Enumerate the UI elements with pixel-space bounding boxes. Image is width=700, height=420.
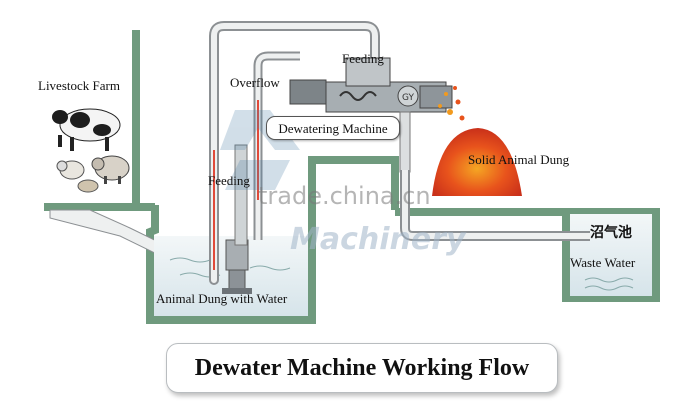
svg-text:GY: GY xyxy=(402,93,415,103)
dewatering-machine-body: GY xyxy=(289,57,453,173)
solid-dung-pile xyxy=(432,86,522,196)
feed-pipe-inner xyxy=(211,23,378,283)
pig-icon xyxy=(91,155,130,184)
animal-dung-with-water-label: Animal Dung with Water xyxy=(156,291,288,306)
agitator xyxy=(234,144,248,246)
cow-icon xyxy=(52,108,121,151)
waste-water-label: Waste Water xyxy=(570,255,636,270)
solid-animal-dung-label: Solid Animal Dung xyxy=(468,152,570,167)
diagram-title: Dewater Machine Working Flow xyxy=(194,354,530,381)
sheep-icon xyxy=(56,160,85,180)
title-box: Dewater Machine Working Flow xyxy=(166,343,558,393)
brand-watermark: Machinery xyxy=(290,222,466,257)
waste-water-tank xyxy=(570,214,652,296)
feeding-left-label: Feeding xyxy=(208,173,250,188)
livestock-farm-label: Livestock Farm xyxy=(38,78,120,93)
dog-icon xyxy=(77,179,99,193)
overflow-pipe-inner xyxy=(255,53,300,240)
drain-pipe-inner xyxy=(402,170,590,239)
dewatering-machine-callout: Dewatering Machine xyxy=(266,116,400,140)
overflow-label: Overflow xyxy=(230,75,280,90)
biogas-tank-label: 沼气池 xyxy=(590,225,632,241)
site-watermark: trade.china.cn xyxy=(258,182,431,210)
watermark-logo-icon xyxy=(220,110,300,190)
ground-walls xyxy=(44,30,660,324)
dewatering-machine-label: Dewatering Machine xyxy=(278,120,388,136)
feeding-top-label: Feeding xyxy=(342,51,384,66)
pump xyxy=(222,239,252,294)
